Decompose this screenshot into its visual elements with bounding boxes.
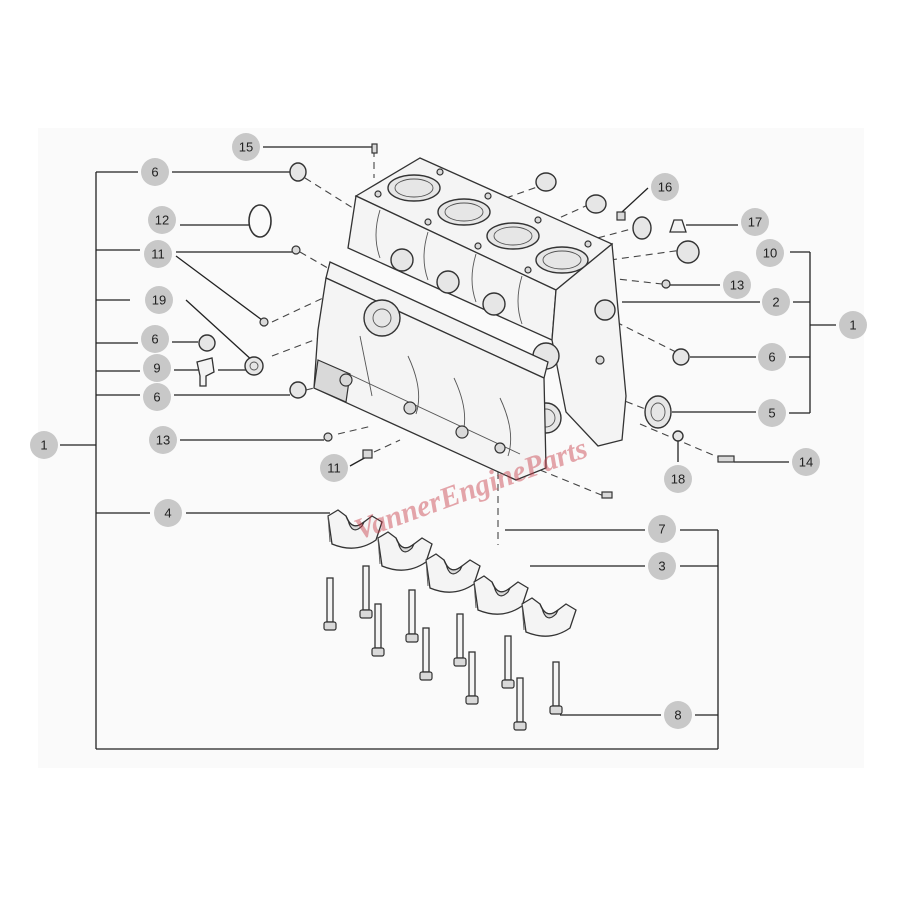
callout-c11b: 11 <box>320 454 348 482</box>
callout-label: 2 <box>772 295 779 310</box>
plug-6-top <box>289 162 307 182</box>
plug-6-right <box>672 348 690 366</box>
plug-13-right <box>661 279 671 289</box>
callout-c5: 5 <box>758 399 786 427</box>
fitting-9 <box>196 357 215 387</box>
bearing-cap-2 <box>377 531 433 571</box>
callout-c8: 8 <box>664 701 692 729</box>
callout-c16: 16 <box>651 173 679 201</box>
callout-c1r: 1 <box>839 311 867 339</box>
main-bearing-caps <box>327 509 577 637</box>
cap-bolt-6 <box>453 613 467 667</box>
callout-label: 6 <box>151 165 158 180</box>
callout-label: 18 <box>671 472 685 487</box>
bearing-cap-4 <box>473 575 529 615</box>
callout-label: 6 <box>151 332 158 347</box>
plug-10 <box>676 240 700 264</box>
callout-label: 17 <box>748 215 762 230</box>
loose-parts <box>196 143 735 499</box>
callout-c4: 4 <box>154 499 182 527</box>
callout-label: 13 <box>156 433 170 448</box>
callout-c10: 10 <box>756 239 784 267</box>
cap-bolt-9 <box>513 677 527 731</box>
pin-14 <box>717 455 735 463</box>
callout-label: 12 <box>155 213 169 228</box>
callout-c6c: 6 <box>758 343 786 371</box>
callout-label: 7 <box>658 522 665 537</box>
cap-bolts <box>323 565 563 731</box>
bearing-cap-3 <box>425 553 481 593</box>
cap-bolt-3 <box>371 603 385 657</box>
callout-c9: 9 <box>143 354 171 382</box>
callout-label: 14 <box>799 455 813 470</box>
bearing-cap-5 <box>521 597 577 637</box>
callout-c1l: 1 <box>30 431 58 459</box>
callout-c13a: 13 <box>723 271 751 299</box>
callout-label: 13 <box>730 278 744 293</box>
callout-c12: 12 <box>148 206 176 234</box>
callout-label: 1 <box>849 318 856 333</box>
cap-bolt-1 <box>323 577 337 631</box>
callout-label: 11 <box>327 461 341 476</box>
callout-c18: 18 <box>664 465 692 493</box>
seal-19 <box>244 356 264 376</box>
cap-bolt-7 <box>465 651 479 705</box>
plug-13-left <box>323 432 333 442</box>
callout-label: 4 <box>164 506 171 521</box>
callout-label: 8 <box>674 708 681 723</box>
callout-label: 11 <box>151 247 165 262</box>
callout-label: 15 <box>239 140 253 155</box>
callout-c14: 14 <box>792 448 820 476</box>
cap-bolt-2 <box>359 565 373 619</box>
plug-6-left <box>198 334 216 352</box>
callout-label: 9 <box>153 361 160 376</box>
callout-c11a: 11 <box>144 240 172 268</box>
fitting-17 <box>669 219 687 233</box>
callout-c2: 2 <box>762 288 790 316</box>
plug-11-upper <box>291 245 301 255</box>
bearing-cap-1 <box>327 509 383 549</box>
plug-16 <box>616 211 626 221</box>
callout-c15: 15 <box>232 133 260 161</box>
engine-block <box>313 157 627 481</box>
cap-bolt-5 <box>419 627 433 681</box>
callout-c13b: 13 <box>149 426 177 454</box>
callout-c6d: 6 <box>143 383 171 411</box>
callout-label: 3 <box>658 559 665 574</box>
callout-c7: 7 <box>648 515 676 543</box>
callout-label: 1 <box>40 438 47 453</box>
callout-label: 19 <box>152 293 166 308</box>
cap-bolt-10 <box>549 661 563 715</box>
callout-label: 6 <box>768 350 775 365</box>
bushing-top-1 <box>535 172 557 192</box>
plug-11-middle <box>259 317 269 327</box>
bushing-top-2 <box>585 194 607 214</box>
o-ring-12 <box>248 204 272 238</box>
callout-label: 5 <box>768 406 775 421</box>
callout-c17: 17 <box>741 208 769 236</box>
pin-lower <box>601 491 613 499</box>
callout-c3: 3 <box>648 552 676 580</box>
cap-bolt-4 <box>405 589 419 643</box>
bushing-top-3 <box>632 216 652 240</box>
plug-11-lower <box>362 449 373 459</box>
bushing-5 <box>644 395 672 429</box>
callout-label: 10 <box>763 246 777 261</box>
plug-6-lower <box>289 381 307 399</box>
callout-c6a: 6 <box>141 158 169 186</box>
dowel-pin-15 <box>371 143 378 154</box>
callout-c6b: 6 <box>141 325 169 353</box>
callout-label: 16 <box>658 180 672 195</box>
callout-c19: 19 <box>145 286 173 314</box>
o-ring-18 <box>672 430 684 442</box>
cap-bolt-8 <box>501 635 515 689</box>
bracket-lines <box>60 171 836 750</box>
callout-label: 6 <box>153 390 160 405</box>
